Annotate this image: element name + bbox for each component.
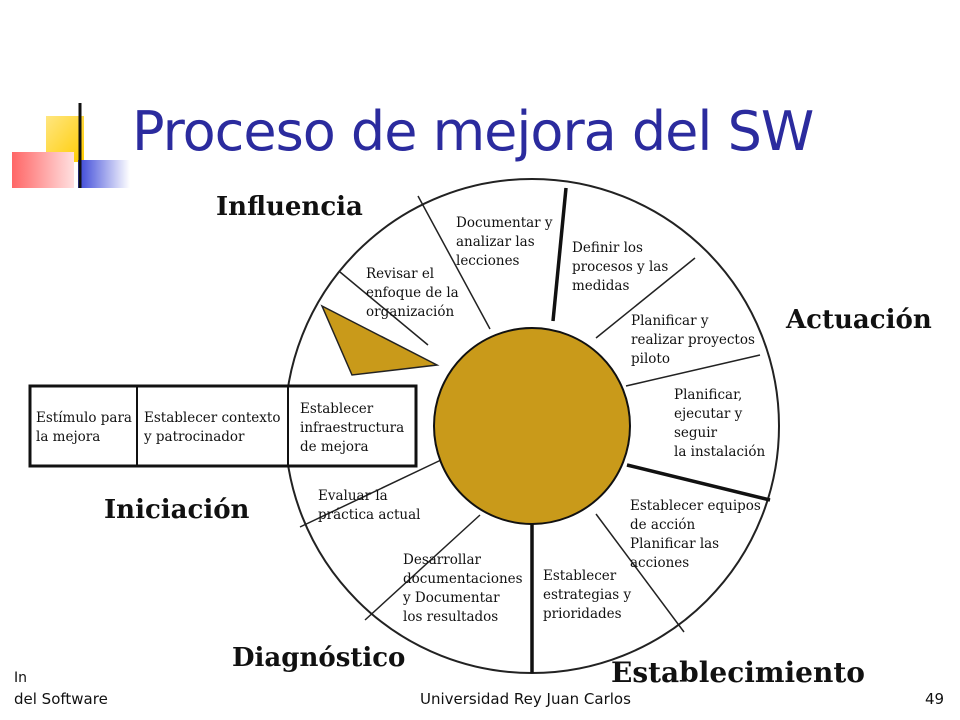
segment-text-line: realizar proyectos	[631, 332, 755, 348]
initiation-step-infraestructura: Establecer infraestructura de mejora	[300, 401, 408, 455]
segment-text-line: Establecer	[543, 568, 617, 584]
segment-text-line: procesos y las	[572, 259, 668, 275]
segment-text-line: seguir	[674, 425, 718, 441]
segment-text-line: piloto	[631, 351, 670, 367]
segment-text-line: prioridades	[543, 606, 622, 622]
segment-text-line: organización	[366, 304, 454, 320]
feedback-arrow	[320, 304, 440, 376]
initiation-table	[28, 384, 418, 468]
initiation-step-estimulo: Estímulo para la mejora	[36, 410, 136, 445]
segment-text-line: estrategias y	[543, 587, 631, 603]
segment-text-line: y Documentar	[402, 590, 500, 606]
segment-text-line: la mejora	[36, 429, 100, 445]
segment-text-line: infraestructura	[300, 420, 404, 436]
segment-equipos: Establecer equipos de acción Planificar …	[630, 498, 765, 571]
segment-evaluar: Evaluar la práctica actual	[318, 488, 420, 523]
segment-text-line: Planificar las	[630, 536, 719, 552]
slide-title: Proceso de mejora del SW	[132, 100, 814, 163]
center-hub	[433, 327, 631, 525]
segment-documentar: Documentar y analizar las lecciones	[456, 215, 557, 269]
segment-text-line: Establecer contexto	[144, 410, 280, 426]
segment-text-line: Revisar el	[366, 266, 434, 282]
segment-planificar-instalacion: Planificar, ejecutar y seguir la instala…	[674, 387, 765, 460]
footer-left-top: In	[14, 670, 28, 686]
segment-definir: Definir los procesos y las medidas	[572, 240, 673, 294]
segment-text-line: enfoque de la	[366, 285, 459, 301]
segment-text-line: Estímulo para	[36, 410, 132, 426]
segment-text-line: Planificar,	[674, 387, 742, 403]
segment-text-line: medidas	[572, 278, 629, 294]
segment-text-line: de acción	[630, 517, 696, 533]
segment-text-line: práctica actual	[318, 507, 420, 523]
segment-estrategias: Establecer estrategias y prioridades	[543, 568, 635, 622]
phase-label-actuacion: Actuación	[785, 305, 932, 335]
segment-text-line: lecciones	[456, 253, 520, 269]
footer-center: Universidad Rey Juan Carlos	[420, 690, 631, 708]
phase-label-establecimiento: Establecimiento	[611, 656, 865, 689]
segment-planificar-piloto: Planificar y realizar proyectos piloto	[631, 313, 759, 367]
segment-text-line: documentaciones	[403, 571, 523, 587]
initiation-step-contexto: Establecer contexto y patrocinador	[143, 410, 285, 445]
segment-text-line: Desarrollar	[403, 552, 482, 568]
segment-text-line: Planificar y	[631, 313, 709, 329]
segment-text-line: acciones	[630, 555, 689, 571]
slide-logo-icon	[12, 103, 130, 188]
segment-text-line: los resultados	[403, 609, 498, 625]
segment-text-line: Evaluar la	[318, 488, 388, 504]
segment-revisar: Revisar el enfoque de la organización	[366, 266, 463, 320]
phase-dividers	[530, 187, 771, 673]
segment-text-line: de mejora	[300, 439, 369, 455]
segment-text-line: la instalación	[674, 444, 765, 460]
segment-text-line: Establecer equipos	[630, 498, 761, 514]
segment-text-line: analizar las	[456, 234, 535, 250]
segment-text-line: ejecutar y	[674, 406, 743, 422]
phase-label-iniciacion: Iniciación	[104, 495, 250, 525]
segment-text-line: y patrocinador	[143, 429, 245, 445]
footer-page-number: 49	[925, 690, 945, 708]
segment-desarrollar: Desarrollar documentaciones y Documentar…	[402, 552, 527, 625]
segment-text-line: Establecer	[300, 401, 374, 417]
footer-left-bottom: del Software	[14, 690, 108, 708]
phase-label-influencia: Influencia	[216, 192, 363, 222]
segment-text-line: Definir los	[572, 240, 643, 256]
phase-label-diagnostico: Diagnóstico	[232, 643, 405, 673]
segment-text-line: Documentar y	[456, 215, 553, 231]
